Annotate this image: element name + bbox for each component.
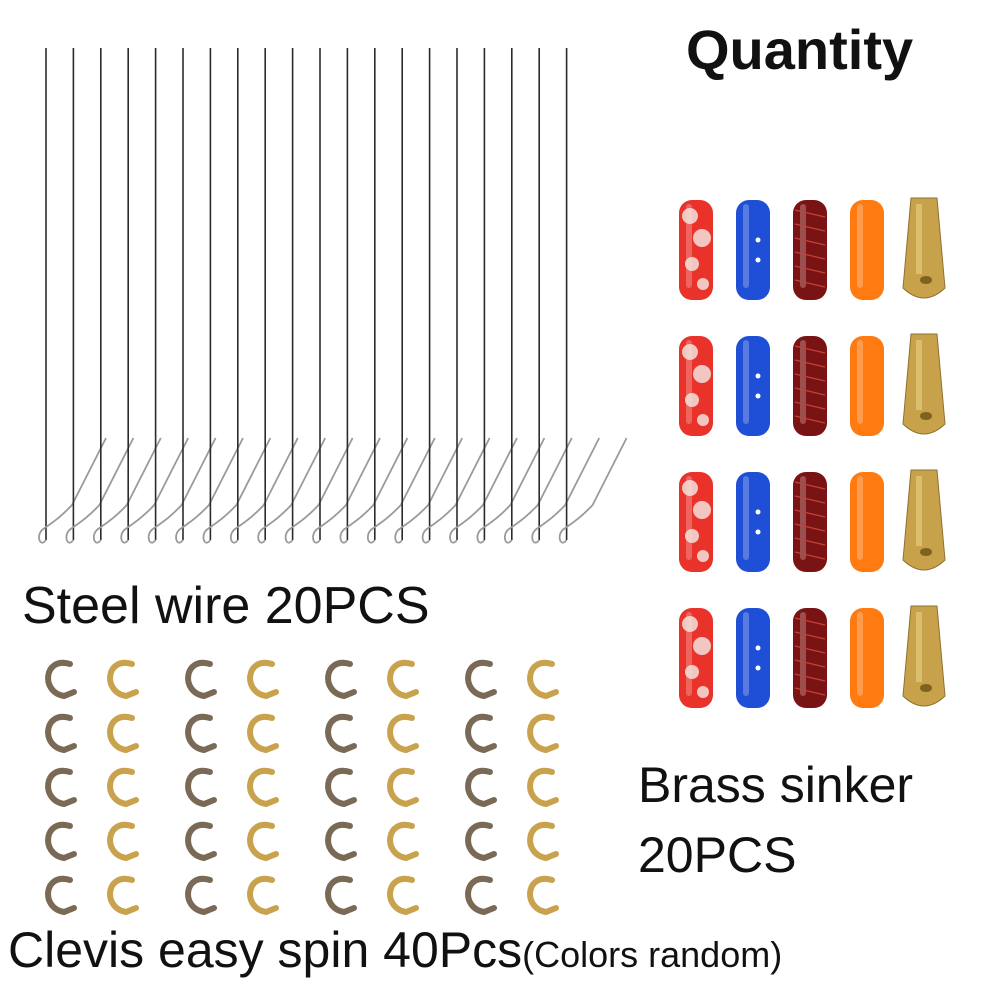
clevis (247, 713, 279, 754)
clevis (107, 713, 139, 754)
steel-wire-label: Steel wire 20PCS (22, 577, 430, 635)
brass-sinker (679, 608, 713, 708)
clevis (107, 875, 139, 916)
clevis (45, 767, 77, 808)
brass-sinker (736, 608, 770, 708)
brass-sinker (850, 472, 884, 572)
clevis (247, 767, 279, 808)
brass-sinker (793, 336, 827, 436)
clevis (465, 659, 497, 700)
steel-wire (92, 48, 162, 544)
clevis (185, 659, 217, 700)
clevis (247, 659, 279, 700)
steel-wire (394, 48, 464, 544)
steel-wire (147, 48, 217, 544)
steel-wire (229, 48, 299, 544)
clevis (247, 875, 279, 916)
steel-wire (366, 48, 436, 544)
brass-sinker (679, 336, 713, 436)
steel-wire (38, 48, 107, 544)
steel-wire (65, 48, 135, 544)
clevis (247, 821, 279, 862)
clevis (325, 767, 357, 808)
clevis (527, 767, 559, 808)
clevis (185, 767, 217, 808)
steel-wire (476, 48, 546, 544)
brass-sinker-label: Brass sinker (638, 757, 914, 813)
clevis (185, 713, 217, 754)
clevis (387, 821, 419, 862)
brass-sinker (679, 200, 713, 300)
clevis (387, 713, 419, 754)
brass-sinker (902, 197, 946, 299)
brass-sinker (850, 200, 884, 300)
brass-sinker (850, 336, 884, 436)
clevis (107, 767, 139, 808)
steel-wire (120, 48, 190, 544)
clevis (45, 713, 77, 754)
clevis-group (45, 659, 559, 916)
brass-sinker (902, 333, 946, 435)
brass-sinker (902, 605, 946, 707)
steel-wire-group (38, 48, 628, 544)
brass-sinker-group (679, 197, 946, 708)
quantity-title: Quantity (686, 18, 914, 81)
steel-wire (284, 48, 354, 544)
clevis (325, 875, 357, 916)
steel-wire (449, 48, 518, 544)
steel-wire (503, 48, 573, 544)
clevis (45, 659, 77, 700)
clevis (45, 875, 77, 916)
steel-wire (312, 48, 381, 544)
brass-sinker (679, 472, 713, 572)
brass-sinker (850, 608, 884, 708)
clevis (527, 713, 559, 754)
clevis (185, 821, 217, 862)
clevis (387, 767, 419, 808)
brass-sinker (736, 472, 770, 572)
clevis (465, 821, 497, 862)
clevis (465, 713, 497, 754)
clevis (325, 713, 357, 754)
clevis (465, 767, 497, 808)
brass-sinker-count-label: 20PCS (638, 827, 797, 883)
brass-sinker (736, 200, 770, 300)
clevis (527, 659, 559, 700)
clevis (527, 875, 559, 916)
brass-sinker (902, 469, 946, 571)
clevis (107, 659, 139, 700)
clevis (387, 875, 419, 916)
clevis-color-note: (Colors random) (522, 934, 783, 975)
steel-wire (339, 48, 409, 544)
clevis (185, 875, 217, 916)
brass-sinker (793, 608, 827, 708)
clevis (527, 821, 559, 862)
clevis-label: Clevis easy spin 40Pcs(Colors random) (8, 925, 782, 975)
brass-sinker (793, 472, 827, 572)
steel-wire (202, 48, 272, 544)
clevis (325, 821, 357, 862)
steel-wire (558, 48, 628, 544)
brass-sinker (736, 336, 770, 436)
steel-wire (531, 48, 601, 544)
clevis (387, 659, 419, 700)
clevis (45, 821, 77, 862)
brass-sinker (793, 200, 827, 300)
clevis-label-text: Clevis easy spin 40Pcs (8, 922, 523, 978)
clevis (107, 821, 139, 862)
steel-wire (175, 48, 244, 544)
steel-wire (421, 48, 491, 544)
clevis (325, 659, 357, 700)
clevis (465, 875, 497, 916)
steel-wire (257, 48, 327, 544)
